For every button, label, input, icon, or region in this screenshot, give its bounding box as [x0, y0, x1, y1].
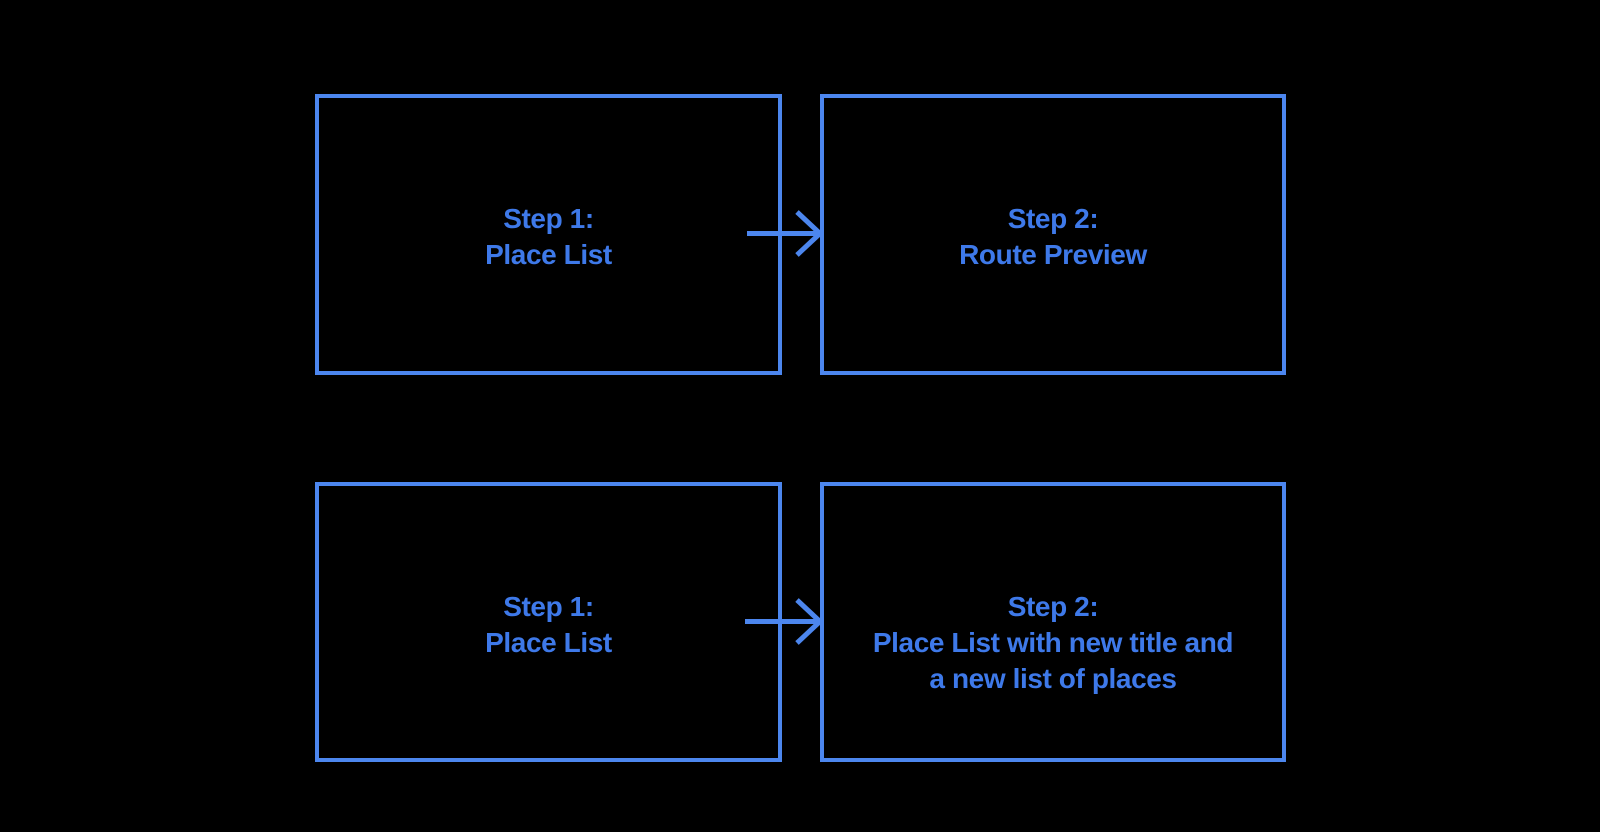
node-label: Step 1: Place List [319, 589, 778, 661]
node-label-line: Place List [485, 627, 612, 658]
node-label-line: Place List with new title and [872, 627, 1234, 658]
node-label-line: Route Preview [959, 239, 1147, 270]
node-step2-route-preview: Step 2: Route Preview [820, 94, 1286, 375]
node-label: Step 1: Place List [319, 201, 778, 273]
node-label: Step 2: Route Preview [824, 201, 1282, 273]
node-step1-place-list-bottom: Step 1: Place List [315, 482, 782, 762]
node-label-line: Step 2: [1007, 203, 1099, 234]
node-label-line: Step 2: [1007, 591, 1099, 622]
node-label-line: a new list of places [929, 663, 1177, 694]
node-label-line: Step 1: [503, 203, 594, 234]
node-label-line: Place List [485, 239, 612, 270]
node-label-line: Step 1: [503, 591, 594, 622]
node-step1-place-list-top: Step 1: Place List [315, 94, 782, 375]
node-step2-place-list-new: Step 2: Place List with new title and a … [820, 482, 1286, 762]
node-label: Step 2: Place List with new title and a … [824, 589, 1282, 697]
